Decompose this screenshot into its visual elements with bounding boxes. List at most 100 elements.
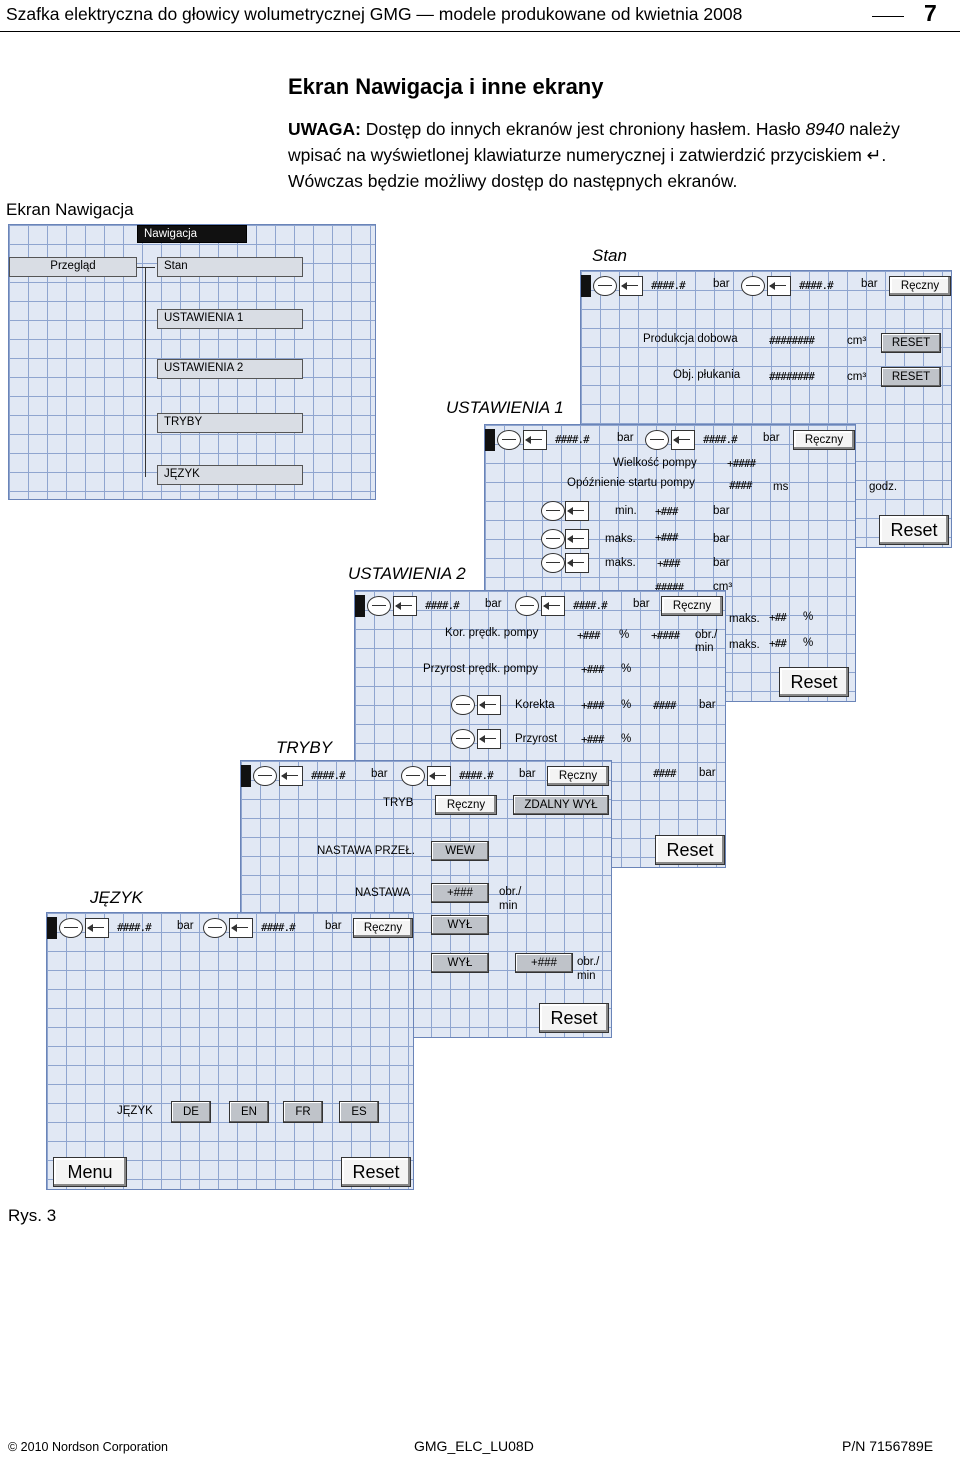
note-text-2: należy wpisać na wyświetlonej klawiaturz… xyxy=(288,119,900,165)
valve-icon xyxy=(477,729,501,749)
right-max-value-2: +## xyxy=(769,637,787,650)
footer-copyright: © 2010 Nordson Corporation xyxy=(8,1440,168,1454)
overview-button[interactable]: Przegląd xyxy=(9,257,137,277)
language-label: JĘZYK xyxy=(117,1105,153,1117)
speed-correction-label: Kor. prędk. pompy xyxy=(445,627,539,639)
daily-production-label: Produkcja dobowa xyxy=(643,333,738,345)
valve-icon xyxy=(541,596,565,616)
bottom-bar-unit: bar xyxy=(699,767,716,779)
pressure-value-1: ####.# xyxy=(425,599,460,612)
caption-stan: Stan xyxy=(592,246,627,265)
manual-button[interactable]: Ręczny xyxy=(547,766,609,786)
valve-icon xyxy=(85,918,109,938)
nav-item-tryby[interactable]: TRYBY xyxy=(157,413,303,433)
note-text-3: . Wówczas będzie możliwy dostęp do nastę… xyxy=(288,145,887,191)
tryby-screen: ####.# bar ####.# bar Ręczny TRYB Ręczny… xyxy=(240,760,612,1038)
caption-ustawienia1: USTAWIENIA 1 xyxy=(446,398,564,417)
menu-button[interactable]: Menu xyxy=(53,1157,127,1187)
flush-volume-label: Obj. płukania xyxy=(673,369,741,381)
right-max-value-1: +## xyxy=(769,611,787,624)
pressure-unit-1: bar xyxy=(371,768,388,780)
caption-ustawienia2: USTAWIENIA 2 xyxy=(348,564,466,583)
max-value: +### xyxy=(655,531,678,544)
mode-select[interactable]: Ręczny xyxy=(435,795,497,815)
bottom-bar-value: #### xyxy=(653,767,676,780)
max2-label: maks. xyxy=(605,557,636,569)
reset-button[interactable]: Reset xyxy=(341,1157,411,1187)
pressure-value-1: ####.# xyxy=(555,433,590,446)
pressure-unit-2: bar xyxy=(633,598,650,610)
document-title: Szafka elektryczna do głowicy wolumetryc… xyxy=(6,4,743,24)
footer-doc-code: GMG_ELC_LU08D xyxy=(414,1438,534,1454)
setting-switch-select[interactable]: WEW xyxy=(431,841,489,861)
reset-button[interactable]: Reset xyxy=(539,1003,609,1033)
status-block xyxy=(241,765,251,787)
manual-button[interactable]: Ręczny xyxy=(353,918,413,938)
nav-item-ustawienia2[interactable]: USTAWIENIA 2 xyxy=(157,359,303,379)
pump-size-value: +#### xyxy=(727,457,756,470)
pressure-unit-1: bar xyxy=(617,432,634,444)
remote-off-button[interactable]: ZDALNY WYŁ xyxy=(513,795,609,815)
reset-button[interactable]: Reset xyxy=(879,515,949,545)
reset-button[interactable]: Reset xyxy=(779,667,849,697)
language-en-button[interactable]: EN xyxy=(229,1101,269,1123)
status-block xyxy=(485,429,495,451)
setting-switch-label: NASTAWA PRZEŁ. xyxy=(317,845,415,857)
status-block xyxy=(355,595,365,617)
increase-label: Przyrost xyxy=(515,733,558,745)
language-de-button[interactable]: DE xyxy=(171,1101,211,1123)
manual-button[interactable]: Ręczny xyxy=(793,430,855,450)
reset-daily-button[interactable]: RESET xyxy=(881,333,941,353)
pump-icon xyxy=(497,430,521,450)
pump-icon xyxy=(741,276,765,296)
pump-icon xyxy=(451,729,475,749)
nav-item-jezyk[interactable]: JĘZYK xyxy=(157,465,303,485)
setting-value[interactable]: +### xyxy=(431,883,489,903)
nav-item-ustawienia1[interactable]: USTAWIENIA 1 xyxy=(157,309,303,329)
off-value-2[interactable]: +### xyxy=(515,953,573,973)
reset-button[interactable]: Reset xyxy=(655,835,725,865)
setting-unit: obr./ min xyxy=(499,886,522,912)
daily-production-unit: cm³ xyxy=(847,335,867,347)
valve-icon xyxy=(393,596,417,616)
valve-icon xyxy=(619,276,643,296)
reset-flush-button[interactable]: RESET xyxy=(881,367,941,387)
jezyk-screen: ####.# bar ####.# bar Ręczny JĘZYK DE EN… xyxy=(46,912,414,1190)
pressure-unit-1: bar xyxy=(713,278,730,290)
off-select-1[interactable]: WYŁ xyxy=(431,915,489,935)
min-value: +### xyxy=(655,505,678,518)
pump-icon xyxy=(541,501,565,521)
nav-title: Nawigacja xyxy=(137,225,247,243)
correction-label: Korekta xyxy=(515,699,555,711)
valve-icon xyxy=(427,766,451,786)
pump-icon xyxy=(59,918,83,938)
page-header: Szafka elektryczna do głowicy wolumetryc… xyxy=(0,0,960,32)
pressure-unit-2: bar xyxy=(763,432,780,444)
pump-icon xyxy=(541,553,565,573)
pressure-value-2: ####.# xyxy=(799,279,834,292)
max-label: maks. xyxy=(605,533,636,545)
header-rule xyxy=(872,16,904,17)
manual-button[interactable]: Ręczny xyxy=(889,276,951,296)
manual-button[interactable]: Ręczny xyxy=(661,596,723,616)
right-max-label-1: maks. xyxy=(729,613,760,625)
caption-jezyk: JĘZYK xyxy=(90,888,143,907)
section-title: Ekran Nawigacja i inne ekrany xyxy=(288,74,604,99)
nav-item-stan[interactable]: Stan xyxy=(157,257,303,277)
speed-increase-value: +### xyxy=(581,663,604,676)
pump-icon xyxy=(401,766,425,786)
pressure-unit-2: bar xyxy=(325,920,342,932)
language-es-button[interactable]: ES xyxy=(339,1101,379,1123)
status-block xyxy=(47,917,57,939)
pressure-unit-1: bar xyxy=(177,920,194,932)
off-select-2[interactable]: WYŁ xyxy=(431,953,489,973)
language-fr-button[interactable]: FR xyxy=(283,1101,323,1123)
page-number: 7 xyxy=(924,0,937,26)
valve-icon xyxy=(565,529,589,549)
nav-tree-line xyxy=(145,267,146,477)
max-unit: bar xyxy=(713,533,730,545)
pump-icon xyxy=(593,276,617,296)
access-note: UWAGA: Dostęp do innych ekranów jest chr… xyxy=(288,116,948,194)
pump-delay-unit: ms xyxy=(773,481,789,493)
pressure-value-2: ####.# xyxy=(459,769,494,782)
